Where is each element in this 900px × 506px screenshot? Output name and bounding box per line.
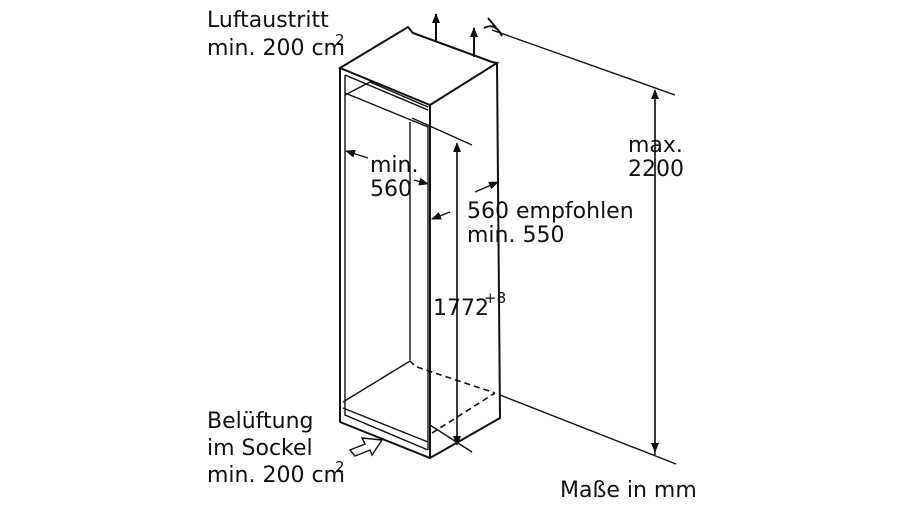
- ventilation-superscript: 2: [335, 458, 345, 476]
- ventilation-arrow-icon: [348, 437, 384, 457]
- no-overlap-symbol-icon: [483, 17, 503, 37]
- ventilation-location: im Sockel: [207, 436, 313, 461]
- air-outlet-area: min. 200 cm: [207, 36, 345, 61]
- depth-minimum: min. 550: [467, 223, 564, 248]
- cabinet-outline: [337, 25, 502, 460]
- air-outlet-superscript: 2: [335, 31, 345, 49]
- air-outlet-label: Luftaustritt: [207, 8, 329, 33]
- niche-height-value: 1772: [433, 296, 489, 321]
- dimension-lines: [345, 29, 677, 465]
- ventilation-area: min. 200 cm: [207, 463, 345, 488]
- air-outlet-arrows: [432, 13, 503, 57]
- units-note: Maße in mm: [560, 478, 697, 503]
- depth-recommended: 560 empfohlen: [467, 199, 634, 224]
- ventilation-label: Belüftung: [207, 409, 314, 434]
- niche-height-tolerance: +8: [484, 289, 506, 307]
- max-height-value: 2200: [628, 157, 684, 182]
- inner-width-value: 560: [370, 177, 412, 202]
- inner-width-label: min.: [370, 153, 418, 178]
- max-height-label: max.: [628, 133, 683, 158]
